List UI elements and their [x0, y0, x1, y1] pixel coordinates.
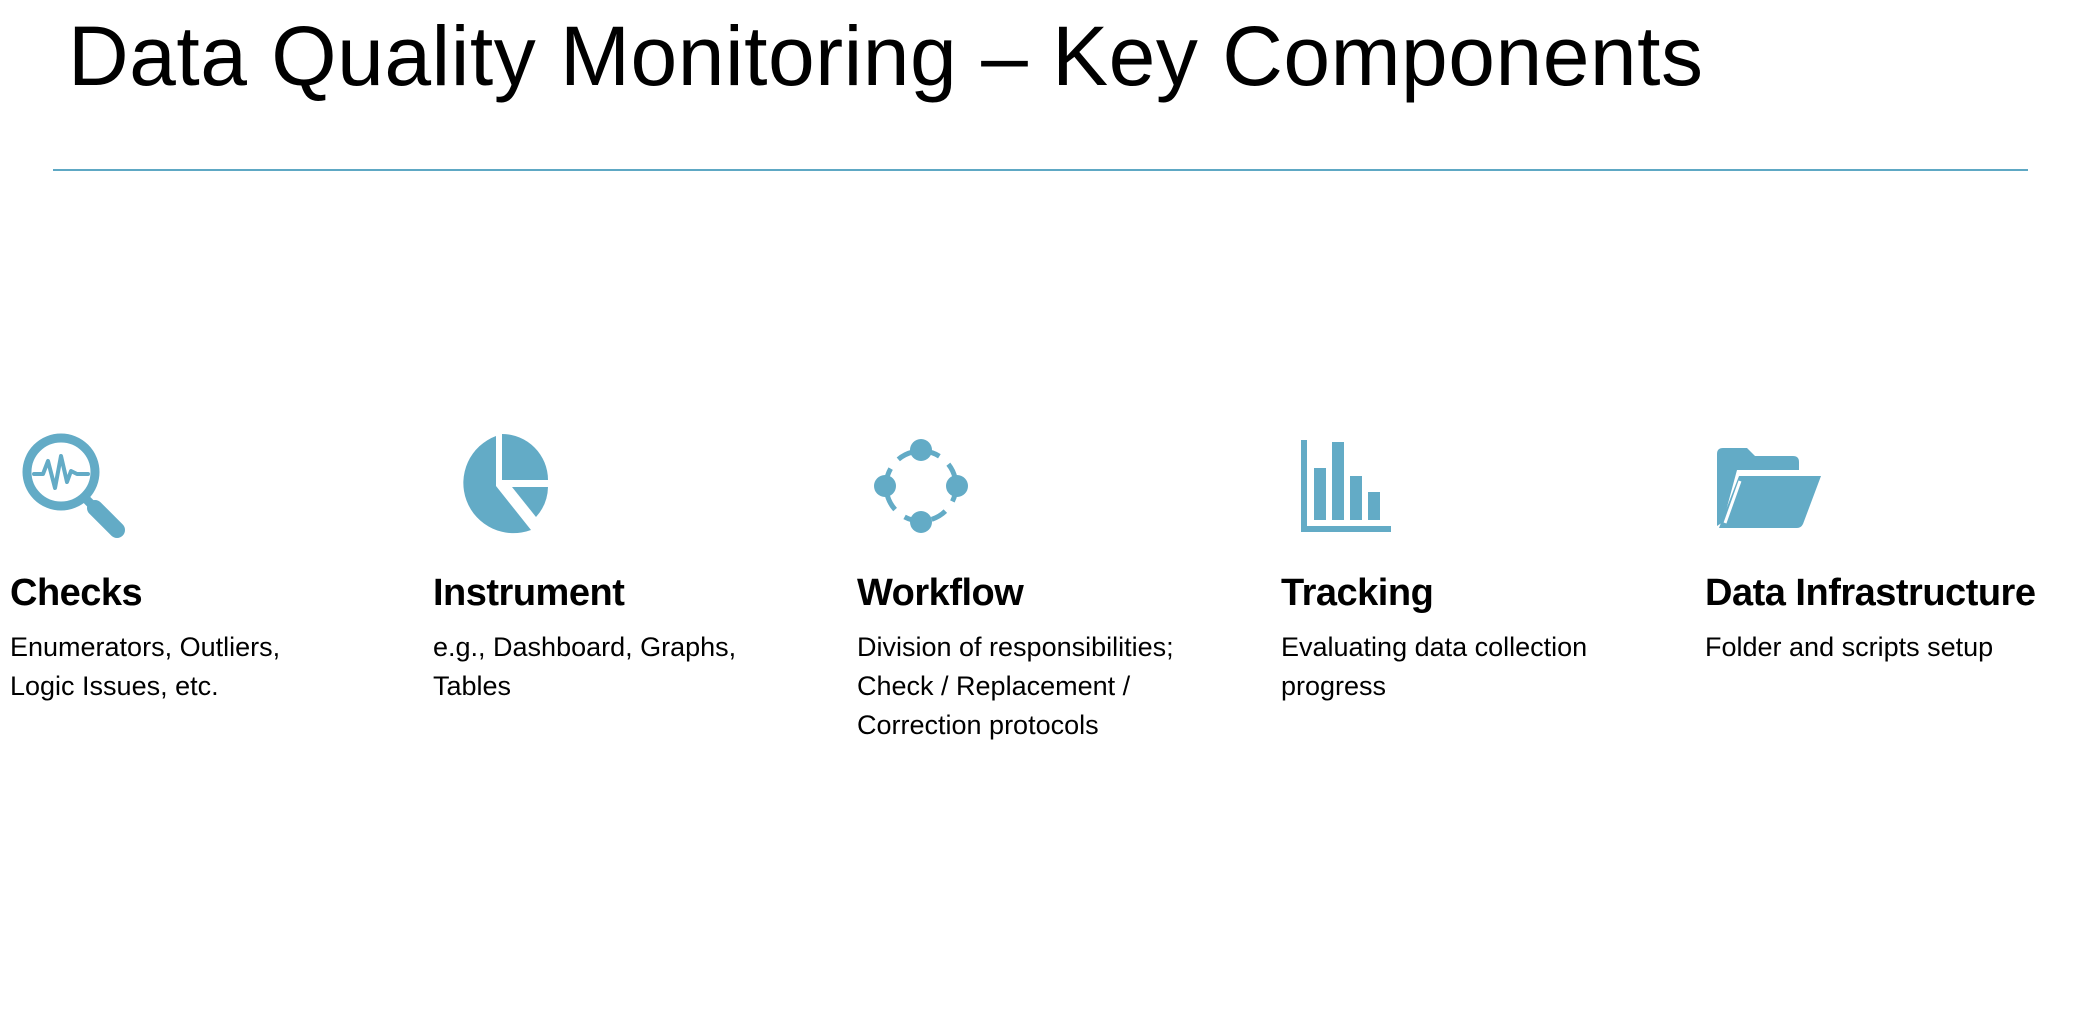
open-folder-icon — [1695, 428, 1835, 548]
component-title: Checks — [10, 572, 143, 614]
component-checks: Checks Enumerators, Outliers, Logic Issu… — [0, 428, 410, 701]
component-description: Folder and scripts setup — [1705, 632, 1994, 662]
component-data-infrastructure: Data Infrastructure Folder and scripts s… — [1695, 428, 2082, 662]
component-instrument: Instrument e.g., Dashboard, Graphs, Tabl… — [423, 428, 833, 701]
slide-title: Data Quality Monitoring – Key Components — [68, 9, 1704, 103]
component-title: Data Infrastructure — [1705, 572, 2036, 614]
component-workflow: Workflow Division of responsibilities; C… — [847, 428, 1257, 740]
component-description: Division of responsibilities; Check / Re… — [857, 632, 1174, 740]
cycle-dots-icon — [847, 428, 987, 548]
component-description: Enumerators, Outliers, Logic Issues, etc… — [10, 632, 281, 701]
component-description: Evaluating data collection progress — [1281, 632, 1588, 701]
bar-chart-icon — [1271, 428, 1411, 548]
component-title: Tracking — [1281, 572, 1434, 614]
magnifier-pulse-icon — [0, 428, 140, 548]
component-title: Workflow — [857, 572, 1024, 614]
component-title: Instrument — [433, 572, 625, 614]
component-tracking: Tracking Evaluating data collection prog… — [1271, 428, 1681, 701]
component-description: e.g., Dashboard, Graphs, Tables — [433, 632, 737, 701]
pie-chart-icon — [423, 428, 563, 548]
title-divider — [53, 169, 2028, 171]
